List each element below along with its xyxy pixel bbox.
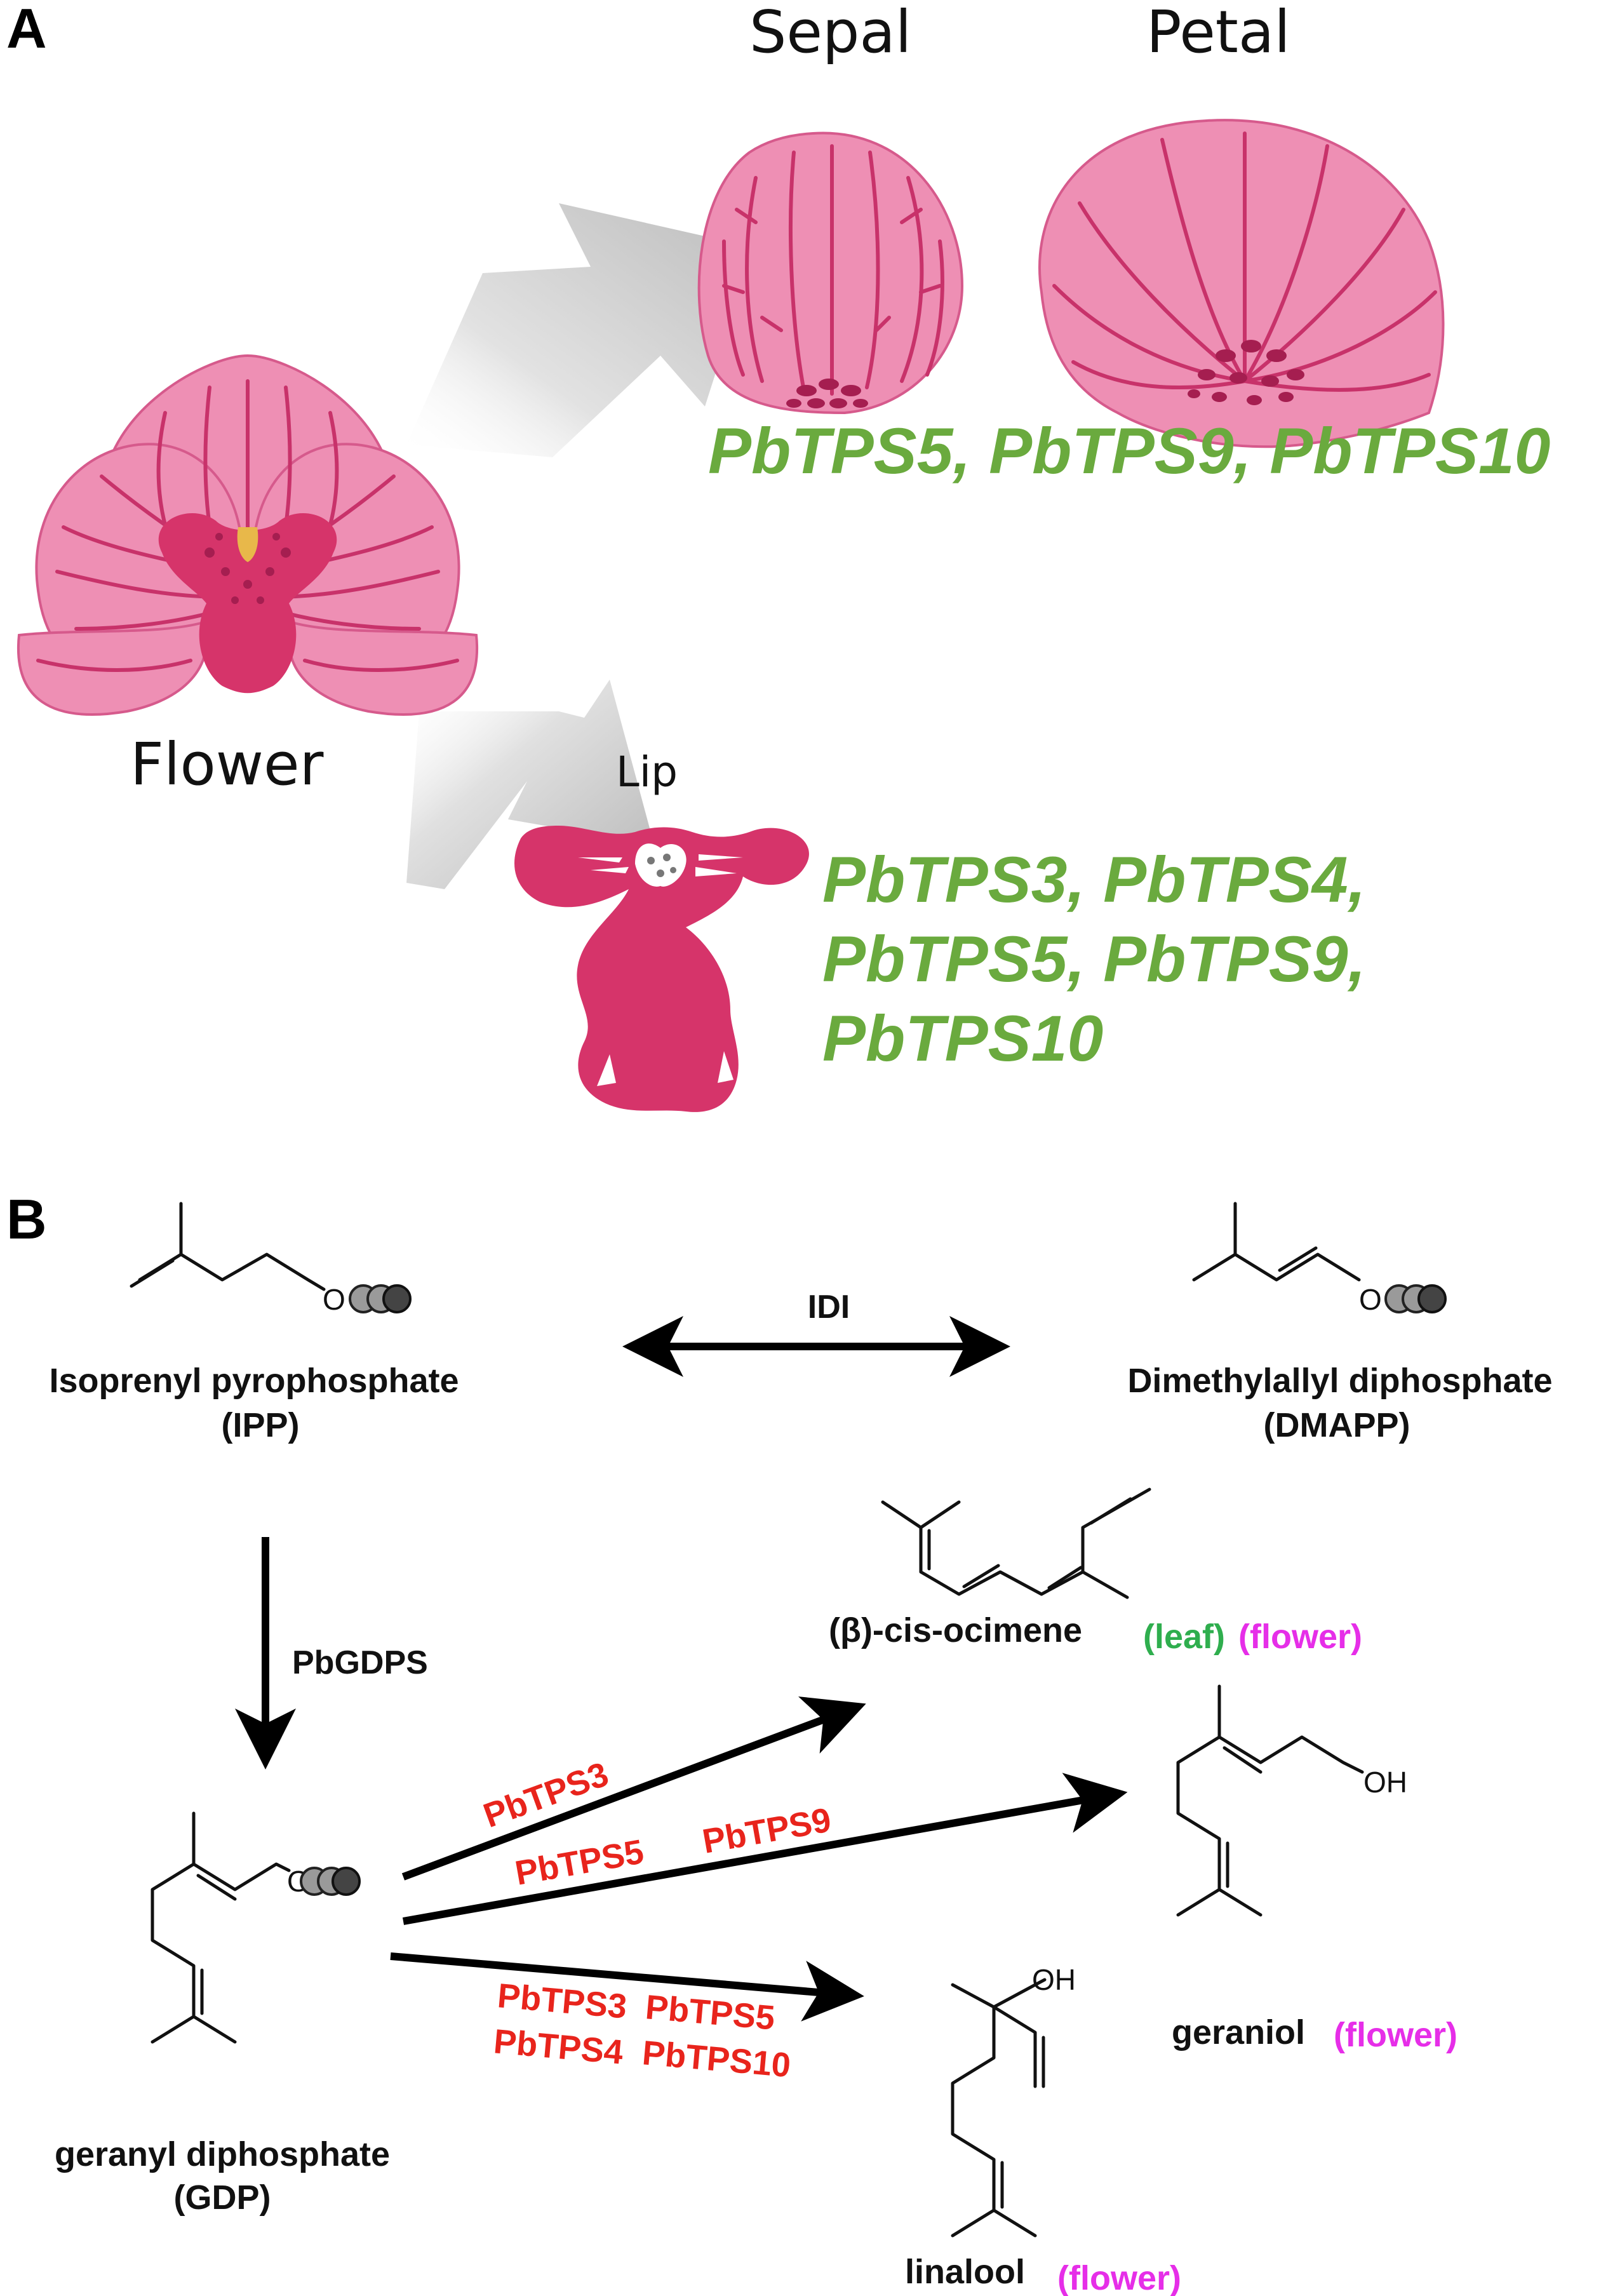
- petal-illustration: [1038, 119, 1445, 448]
- ipp-phosphate-group-icon: [349, 1284, 412, 1313]
- geraniol-name: geraniol: [1172, 2013, 1305, 2051]
- dmapp-name: Dimethylallyl diphosphate: [1127, 1362, 1552, 1400]
- gdp-abbr: (GDP): [174, 2179, 271, 2217]
- ocimene-leaf-tag: (leaf): [1143, 1618, 1225, 1656]
- flower-to-lip-arrow: [406, 680, 654, 889]
- idi-label: IDI: [808, 1289, 850, 1326]
- sepal-petal-genes: PbTPS5, PbTPS9, PbTPS10: [708, 415, 1550, 487]
- lip-illustration: [514, 826, 809, 1112]
- sepal-label: Sepal: [749, 0, 911, 66]
- flower-label: Flower: [130, 730, 324, 798]
- gdp-phosphate-group-icon: [300, 1867, 361, 1896]
- linalool-flower-tag: (flower): [1057, 2259, 1181, 2296]
- dmapp-abbr: (DMAPP): [1264, 1406, 1410, 1444]
- flower-illustration: [17, 354, 479, 716]
- ipp-oxygen-label: O: [323, 1283, 345, 1316]
- dmapp-oxygen-label: O: [1359, 1283, 1382, 1316]
- tps-label-linalool-1: PbTPS3: [496, 1977, 629, 2026]
- lip-label: Lip: [616, 748, 678, 796]
- lip-genes-line-3: PbTPS10: [822, 1002, 1103, 1075]
- sepal-illustration: [697, 131, 964, 415]
- flower-to-sepal-arrow: [406, 203, 756, 457]
- dmapp-structure: O: [1192, 1202, 1382, 1316]
- geraniol-hydroxyl-label: OH: [1363, 1766, 1407, 1799]
- lip-genes-line-2: PbTPS5, PbTPS9,: [822, 923, 1366, 995]
- gdp-to-ocimene-arrow: [401, 1696, 866, 1881]
- gdp-to-linalool-arrow: [390, 1952, 864, 2022]
- ocimene-flower-tag: (flower): [1238, 1618, 1362, 1656]
- linalool-name: linalool: [905, 2253, 1025, 2291]
- tps-label-linalool-3: PbTPS4: [492, 2022, 625, 2072]
- petal-label: Petal: [1146, 0, 1290, 66]
- panel-b-label: B: [6, 1188, 47, 1251]
- gdps-label: PbGDPS: [292, 1644, 428, 1681]
- tps-label-linalool-2: PbTPS5: [644, 1988, 777, 2038]
- gdp-name: geranyl diphosphate: [55, 2135, 390, 2173]
- linalool-hydroxyl-label: OH: [1032, 1963, 1076, 1996]
- ipp-name: Isoprenyl pyrophosphate: [49, 1362, 459, 1400]
- ocimene-structure: [881, 1487, 1151, 1599]
- ipp-structure: O: [130, 1202, 345, 1316]
- geraniol-flower-tag: (flower): [1334, 2016, 1457, 2054]
- linalool-structure: OH: [951, 1963, 1076, 2238]
- tps-label-linalool-4: PbTPS10: [641, 2034, 792, 2085]
- geraniol-structure: OH: [1176, 1684, 1407, 1917]
- gdp-to-geraniol-arrow: [402, 1773, 1128, 1925]
- lip-genes-line-1: PbTPS3, PbTPS4,: [822, 843, 1366, 916]
- dmapp-phosphate-group-icon: [1384, 1284, 1447, 1313]
- ipp-abbr: (IPP): [221, 1406, 299, 1444]
- panel-a-label: A: [6, 0, 47, 60]
- gdp-structure: O: [151, 1811, 310, 2044]
- ocimene-name: (β)-cis-ocimene: [829, 1611, 1082, 1649]
